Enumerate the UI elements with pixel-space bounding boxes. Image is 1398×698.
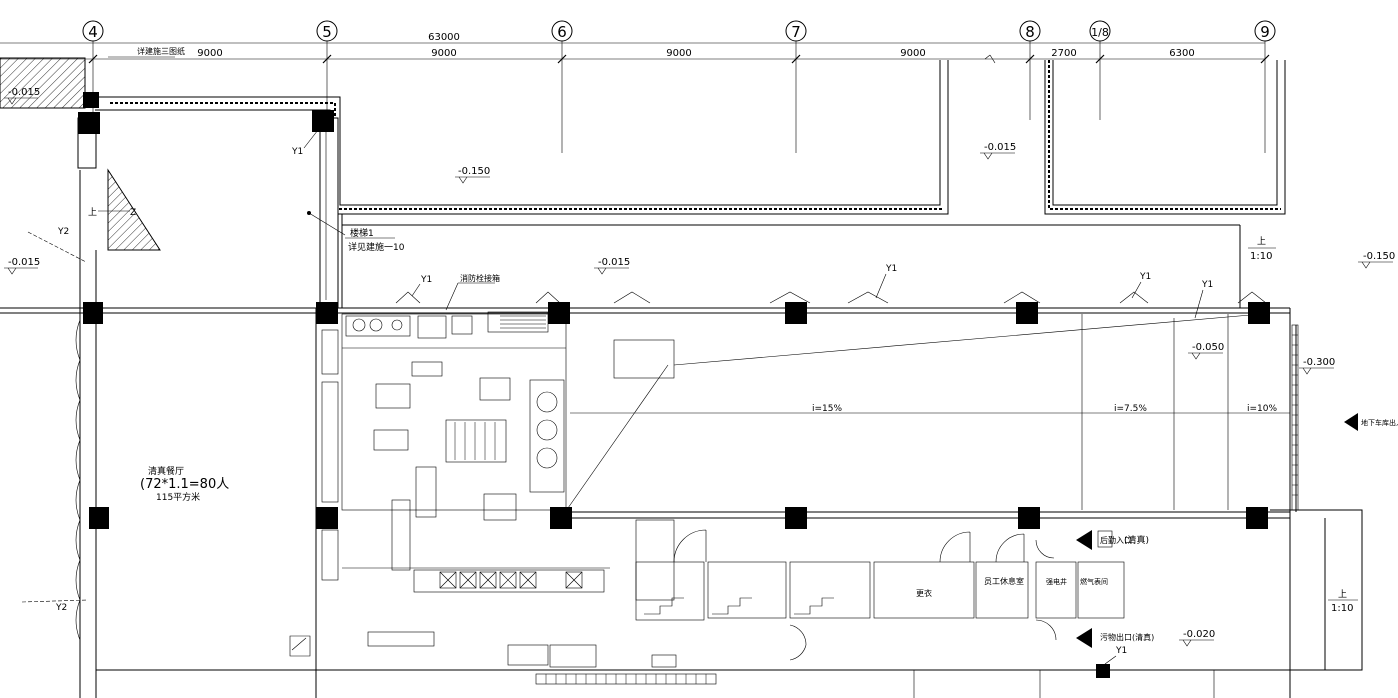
- garage-entry-label: 地下车库出入口: [1361, 418, 1398, 427]
- garage-ramp: i=15% i=7.5% i=10% 地下车库出入口: [567, 313, 1398, 511]
- drain-heads: [395, 291, 1267, 304]
- rain-pipe-label: Y1: [885, 264, 897, 274]
- rain-pipe-label: Y1: [1115, 646, 1127, 656]
- slope-label: i=7.5%: [1114, 404, 1147, 414]
- room-label: 员工休息室: [984, 576, 1024, 586]
- fire-hydrant-callout: 消防栓接箱: [445, 273, 500, 311]
- grid-axis-8: 8: [1019, 20, 1041, 120]
- elevation-mark: -0.015: [980, 142, 1016, 160]
- down-label: Z: [130, 208, 136, 218]
- grid-axes: 4 5 6 7 8 1/8 9: [82, 20, 1276, 153]
- room-label: 强电井: [1046, 577, 1067, 586]
- elevation-mark: -0.150: [1358, 251, 1395, 269]
- dimension-span: 9000: [666, 48, 691, 59]
- upper-walls: [77, 60, 1286, 309]
- rain-pipe-label: Y1: [291, 147, 303, 157]
- grid-axis-label: 5: [322, 23, 332, 41]
- elevation-mark: -0.015: [594, 257, 630, 275]
- svg-text:-0.150: -0.150: [1363, 251, 1395, 262]
- rain-pipes: Y1 Y1 Y1 Y1 Y1 Y1 Y2 Y2: [21, 129, 1213, 665]
- up-label: 上: [1257, 236, 1266, 247]
- kitchen-area: [289, 311, 677, 668]
- stair-marks: 上 Z 上 1:10 上 1:10: [88, 207, 1358, 614]
- grid-axis-label: 9: [1260, 23, 1270, 41]
- elevation-mark: -0.020: [1179, 629, 1215, 647]
- room-label: 燃气表间: [1080, 577, 1108, 586]
- ramp-ratio: 1:10: [1250, 251, 1272, 262]
- rain-pipe-label: Y1: [1139, 272, 1151, 282]
- rain-pipe-label: Y1: [1201, 280, 1213, 290]
- bottom-details: [535, 670, 1215, 698]
- grid-axis-5: 5: [316, 20, 338, 120]
- entry-markers: 后勤入口 (清真) 污物出口(清真): [1076, 530, 1154, 648]
- svg-text:-0.015: -0.015: [598, 257, 630, 268]
- up-label: 上: [88, 207, 97, 218]
- grid-axis-label: 4: [88, 23, 98, 41]
- rain-pipe-label: Y2: [57, 227, 69, 237]
- see-detail-note: 详见建施一10: [348, 241, 405, 253]
- dimension-span: 6300: [1169, 48, 1194, 59]
- goods-entry-label: 后勤入口: [1100, 535, 1132, 545]
- grid-axis-label: 7: [791, 23, 801, 41]
- svg-text:-0.020: -0.020: [1183, 629, 1215, 640]
- structural-columns: [78, 92, 1270, 678]
- svg-text:-0.150: -0.150: [458, 166, 490, 177]
- dining-hall: 清真餐厅 (72*1.1=80人 115平方米: [140, 465, 229, 503]
- svg-text:-0.050: -0.050: [1192, 342, 1224, 353]
- ramp-ratio: 1:10: [1331, 603, 1353, 614]
- elevation-mark: -0.015: [4, 87, 40, 105]
- grid-axis-label: 6: [557, 23, 567, 41]
- room-label: 更衣: [916, 588, 932, 598]
- fire-hydrant-label: 消防栓接箱: [460, 273, 500, 283]
- elevation-marks: -0.015 -0.150 -0.015 -0.015 -0.015 -0.15…: [4, 87, 1395, 647]
- grid-axis-7: 7: [785, 20, 807, 153]
- dimension-total: 63000: [428, 32, 460, 43]
- room-area: 115平方米: [156, 491, 200, 503]
- room-label: 清真餐厅: [148, 465, 184, 477]
- dimension-lines: 63000 9000 9000 9000 9000 2700 6300: [0, 32, 1270, 64]
- grid-axis-label: 1/8: [1091, 26, 1109, 39]
- elevation-mark: -0.300: [1299, 357, 1335, 375]
- rain-pipe-label: Y1: [420, 275, 432, 285]
- dimension-span: 2700: [1051, 48, 1076, 59]
- stair1-label: 楼梯1: [350, 227, 374, 239]
- dimension-span: 9000: [431, 48, 456, 59]
- note-see-stair-drawing: 详建施三图纸: [137, 46, 185, 56]
- stair1-callout: 楼梯1 详见建施一10: [307, 211, 405, 253]
- up-label: 上: [1338, 589, 1347, 600]
- grid-axis-1-8: 1/8: [1089, 20, 1111, 120]
- building-outline: [0, 170, 1363, 698]
- slope-label: i=15%: [812, 404, 842, 414]
- hatched-existing-area: 详建施三图纸: [0, 46, 185, 251]
- halal-note: (清真): [1124, 534, 1149, 546]
- grid-axis-6: 6: [551, 20, 573, 153]
- dirt-exit-label: 污物出口(清真): [1100, 632, 1154, 642]
- elevation-mark: -0.150: [455, 166, 490, 184]
- slope-label: i=10%: [1247, 404, 1277, 414]
- elevation-mark: -0.015: [4, 257, 40, 275]
- rain-pipe-label: Y2: [55, 603, 67, 613]
- svg-text:-0.015: -0.015: [8, 87, 40, 98]
- room-capacity: (72*1.1=80人: [140, 477, 229, 492]
- grid-axis-9: 9: [1254, 20, 1276, 153]
- svg-text:-0.015: -0.015: [984, 142, 1016, 153]
- dimension-span: 9000: [900, 48, 925, 59]
- elevation-mark: -0.050: [1188, 342, 1224, 360]
- svg-text:-0.015: -0.015: [8, 257, 40, 268]
- svg-text:-0.300: -0.300: [1303, 357, 1335, 368]
- grid-axis-label: 8: [1025, 23, 1035, 41]
- dimension-span: 9000: [197, 48, 222, 59]
- service-rooms: 更衣 员工休息室 强电井 燃气表间: [635, 519, 1125, 661]
